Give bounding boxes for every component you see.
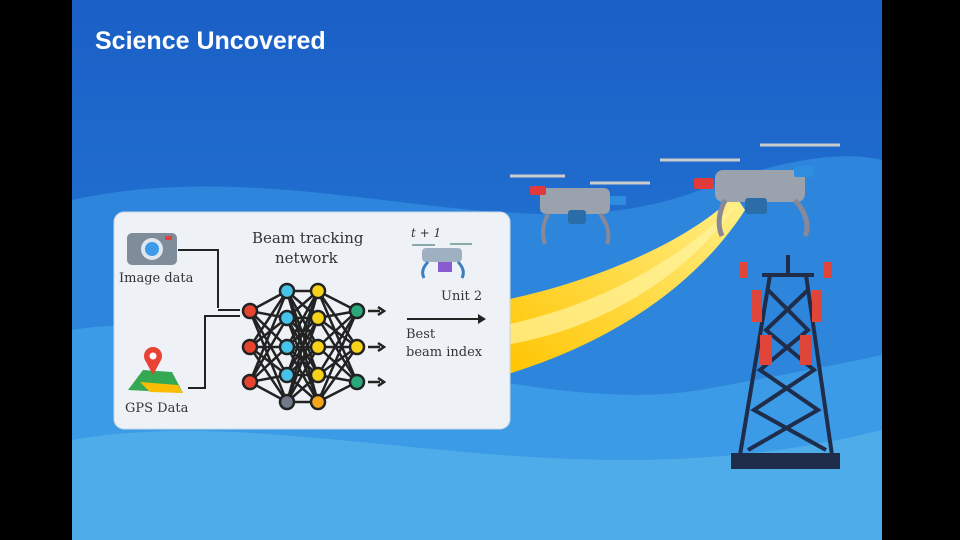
nn-node [241,302,259,320]
antenna-panels [740,262,832,365]
nn-node [309,309,327,327]
brand-title: Science Uncovered [95,27,326,55]
nn-edge [285,346,320,403]
image-data-label: Image data [119,271,194,286]
nn-output-arrow [368,376,387,388]
nn-node [278,282,296,300]
nn-node [348,373,366,391]
nn-edge [249,346,288,383]
camera-icon [127,233,177,265]
nn-node [309,393,327,411]
nn-edge [285,317,320,403]
output-label-line1: Best [406,327,436,342]
nn-node [241,338,259,356]
gps-data-label: GPS Data [125,401,189,416]
time-step-label: t + 1 [411,226,442,240]
nn-edge [316,310,359,376]
unit-label: Unit 2 [441,289,483,304]
nn-edge [248,290,289,383]
drone-icon [510,174,650,245]
nn-edge [248,346,289,403]
nn-node [309,366,327,384]
nn-edge [249,310,288,348]
nn-edge [248,310,289,403]
nn-node [241,373,259,391]
beam-highlight [505,202,738,345]
cell-tower-icon [731,255,840,469]
nn-edge [248,317,289,383]
nn-node [278,393,296,411]
panel-title-line2: network [275,249,338,267]
nn-edge [316,317,359,383]
nn-node [348,338,366,356]
nn-output-arrow [368,305,387,317]
nn-edge [285,290,320,348]
nn-edge [317,310,358,348]
nn-edge [316,310,359,403]
nn-edge [316,346,359,403]
neural-network [241,282,387,411]
drone-icon [660,143,840,238]
nn-node [278,338,296,356]
nn-node [278,366,296,384]
illustration [72,0,882,540]
output-label-line2: beam index [406,345,483,360]
map-pin-icon [128,347,183,393]
nn-edge [316,290,359,383]
panel-title-line1: Beam tracking [252,229,364,247]
nn-edge [248,290,289,348]
nn-node [348,302,366,320]
nn-node [309,338,327,356]
nn-edge [285,290,320,403]
wave-front [72,430,882,540]
drone-unit-2-icon [412,243,472,279]
nn-edge [317,346,358,383]
nn-edge [248,310,289,376]
nn-output-arrow [368,341,387,353]
nn-node [309,282,327,300]
scene-graphic [72,0,882,540]
nn-edge [316,290,359,348]
nn-node [278,309,296,327]
output-arrowhead [478,314,486,324]
connector-lines [178,249,240,389]
